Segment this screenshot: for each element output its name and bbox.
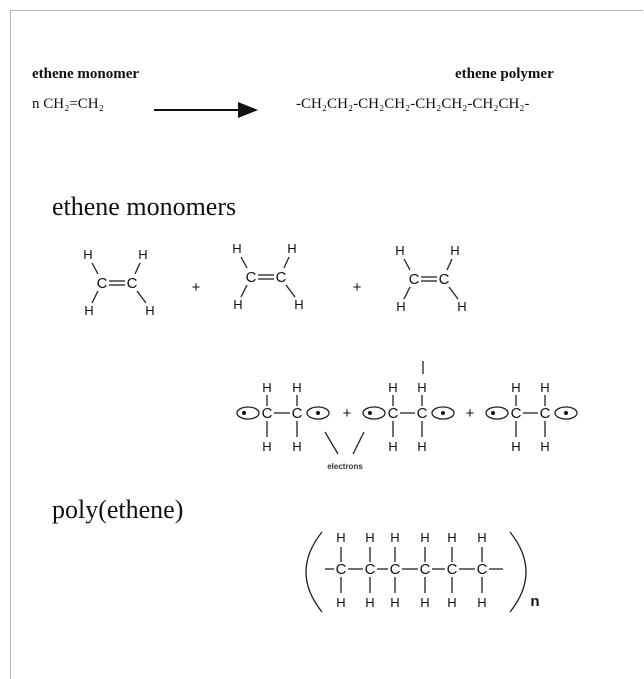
hydrogen-atom: H [292,439,301,454]
electron-ellipse [485,406,509,420]
hydrogen-atom: H [336,530,345,545]
carbon-atom: C [97,275,108,292]
single-bond-line [403,258,411,271]
hydrogen-atom: H [396,299,405,314]
single-bond-line [240,256,248,269]
reaction-left-formula: n CH₂=CH₂ [32,96,104,112]
carbon-atom: C [276,269,287,286]
plus-sign: + [192,279,201,296]
hydrogen-atom: H [447,530,456,545]
carbon-atom: C [447,561,458,578]
hydrogen-atom: H [233,297,242,312]
carbon-atom: C [409,271,420,288]
hydrogen-atom: H [390,530,399,545]
carbon-atom: C [388,405,399,422]
hydrogen-atom: H [511,439,520,454]
carbon-atom: C [365,561,376,578]
single-bond-line [283,256,290,269]
hydrogen-atom: H [417,439,426,454]
hydrogen-atom: H [540,439,549,454]
hydrogen-atom: H [388,380,397,395]
carbon-atom: C [477,561,488,578]
single-bond-line [403,286,411,300]
carbon-atom: C [292,405,303,422]
single-bond-line [240,284,248,298]
carbon-atom: C [439,271,450,288]
pointer-line [324,431,339,455]
left-parenthesis [305,531,323,613]
hydrogen-atom: H [145,303,154,318]
hydrogen-atom: H [395,243,404,258]
carbon-atom: C [417,405,428,422]
carbon-atom: C [511,405,522,422]
monomer-heading: ethene monomer [32,66,140,82]
carbon-atom: C [390,561,401,578]
single-bond-line [448,286,459,300]
hydrogen-atom: H [417,380,426,395]
reaction-right-formula: -CH₂CH₂-CH₂CH₂-CH₂CH₂-CH₂CH₂- [296,96,530,112]
hydrogen-atom: H [83,247,92,262]
hydrogen-atom: H [477,595,486,610]
polymer-title: poly(ethene) [52,495,184,524]
hydrogen-atom: H [336,595,345,610]
electron-ellipse [362,406,386,420]
right-parenthesis [509,531,527,613]
repeat-n-label: n [530,593,539,610]
electron-ellipse [431,406,455,420]
electron-ellipse [236,406,260,420]
hydrogen-atom: H [420,595,429,610]
single-bond-line [446,258,453,271]
single-bond-line [136,290,147,304]
hydrogen-atom: H [540,380,549,395]
electrons-label: electrons [327,462,363,471]
single-bond-line [91,290,99,304]
hydrogen-atom: H [457,299,466,314]
hydrogen-atom: H [292,380,301,395]
carbon-atom: C [420,561,431,578]
hydrogen-atom: H [477,530,486,545]
electron-dot [491,411,495,415]
plus-sign: + [466,405,475,422]
monomers-title: ethene monomers [52,192,237,221]
hydrogen-atom: H [262,439,271,454]
pointer-line [352,431,365,455]
carbon-atom: C [336,561,347,578]
hydrogen-atom: H [390,595,399,610]
hydrogen-atom: H [84,303,93,318]
polymer-heading: ethene polymer [455,66,554,82]
hydrogen-atom: H [450,243,459,258]
electron-ellipse [306,406,330,420]
single-bond-line [91,262,99,275]
electron-dot [316,411,320,415]
hydrogen-atom: H [232,241,241,256]
single-bond-line [134,262,141,275]
carbon-atom: C [540,405,551,422]
hydrogen-atom: H [388,439,397,454]
carbon-atom: C [246,269,257,286]
hydrogen-atom: H [420,530,429,545]
electron-dot [368,411,372,415]
single-bond-line [285,284,296,298]
electron-dot [242,411,246,415]
hydrogen-atom: H [511,380,520,395]
hydrogen-atom: H [447,595,456,610]
hydrogen-atom: H [294,297,303,312]
carbon-atom: C [262,405,273,422]
electron-dot [564,411,568,415]
hydrogen-atom: H [365,595,374,610]
hydrogen-atom: H [262,380,271,395]
electron-dot [441,411,445,415]
plus-sign: + [343,405,352,422]
plus-sign: + [353,279,362,296]
carbon-atom: C [127,275,138,292]
hydrogen-atom: H [138,247,147,262]
hydrogen-atom: H [365,530,374,545]
hydrogen-atom: H [287,241,296,256]
slide-frame [10,10,643,679]
electron-ellipse [554,406,578,420]
